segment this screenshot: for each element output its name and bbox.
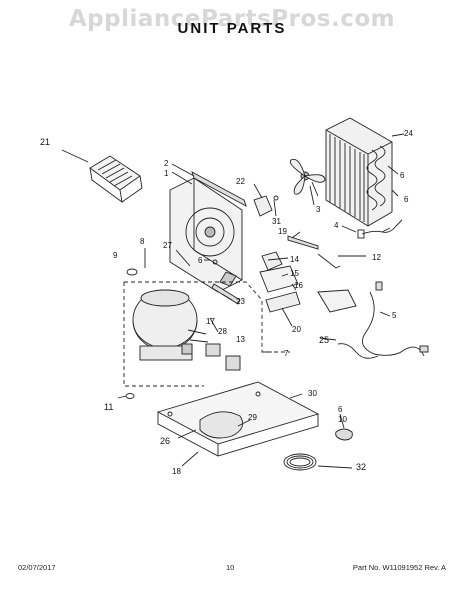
power-cord-part [317, 281, 429, 359]
callout-20: 20 [292, 325, 301, 334]
callout-2: 2 [164, 159, 169, 168]
callout-24: 24 [404, 129, 413, 138]
callout-15: 15 [290, 269, 299, 278]
callout-28: 28 [218, 327, 227, 336]
callout-23: 23 [236, 297, 245, 306]
drain-tube-part [283, 453, 317, 471]
callout-9: 9 [113, 251, 118, 260]
mounting-bracket-part [253, 195, 279, 217]
footer-page-number: 10 [226, 563, 235, 572]
callout-7: 7 [284, 349, 289, 358]
callout-26: 26 [160, 436, 170, 446]
footer-date: 02/07/2017 [18, 563, 56, 572]
footer-part-number: Part No. W11091952 Rev. A [352, 563, 446, 572]
callout-6-pan: 6 [338, 405, 343, 414]
callout-4: 4 [334, 221, 339, 230]
callout-6-shroud: 6 [198, 256, 203, 265]
callout-29: 29 [248, 413, 257, 422]
condenser-coil-part [325, 117, 405, 227]
callout-1: 1 [164, 169, 169, 178]
callout-12: 12 [372, 253, 381, 262]
callout-31: 31 [272, 217, 281, 226]
page-title: UNIT PARTS [177, 20, 287, 37]
callout-10: 10 [338, 415, 347, 424]
callout-25: 25 [319, 335, 329, 345]
callout-21: 21 [40, 137, 50, 147]
watermark: AppliancePartsPros.com [68, 6, 396, 32]
callout-30: 30 [308, 389, 317, 398]
relay-overload-part [205, 317, 241, 371]
callout-17: 17 [206, 317, 215, 326]
callout-8: 8 [140, 237, 145, 246]
fan-blade-part [289, 158, 326, 197]
callout-14: 14 [290, 255, 299, 264]
callout-6-top: 6 [400, 171, 405, 180]
callout-18: 18 [172, 467, 181, 476]
callout-19: 19 [278, 227, 287, 236]
callout-22: 22 [236, 177, 245, 186]
fan-shroud-part [169, 171, 247, 293]
callout-16: 16 [294, 281, 303, 290]
drain-tray-part [61, 149, 143, 204]
base-pan-part [156, 381, 320, 457]
compressor-part [132, 289, 209, 361]
callout-32: 32 [356, 462, 366, 472]
callout-6-coil: 6 [404, 195, 409, 204]
callout-13: 13 [236, 335, 245, 344]
callout-27: 27 [163, 241, 172, 250]
callout-5: 5 [392, 311, 397, 320]
callout-3: 3 [316, 205, 321, 214]
callout-11: 11 [104, 402, 113, 412]
